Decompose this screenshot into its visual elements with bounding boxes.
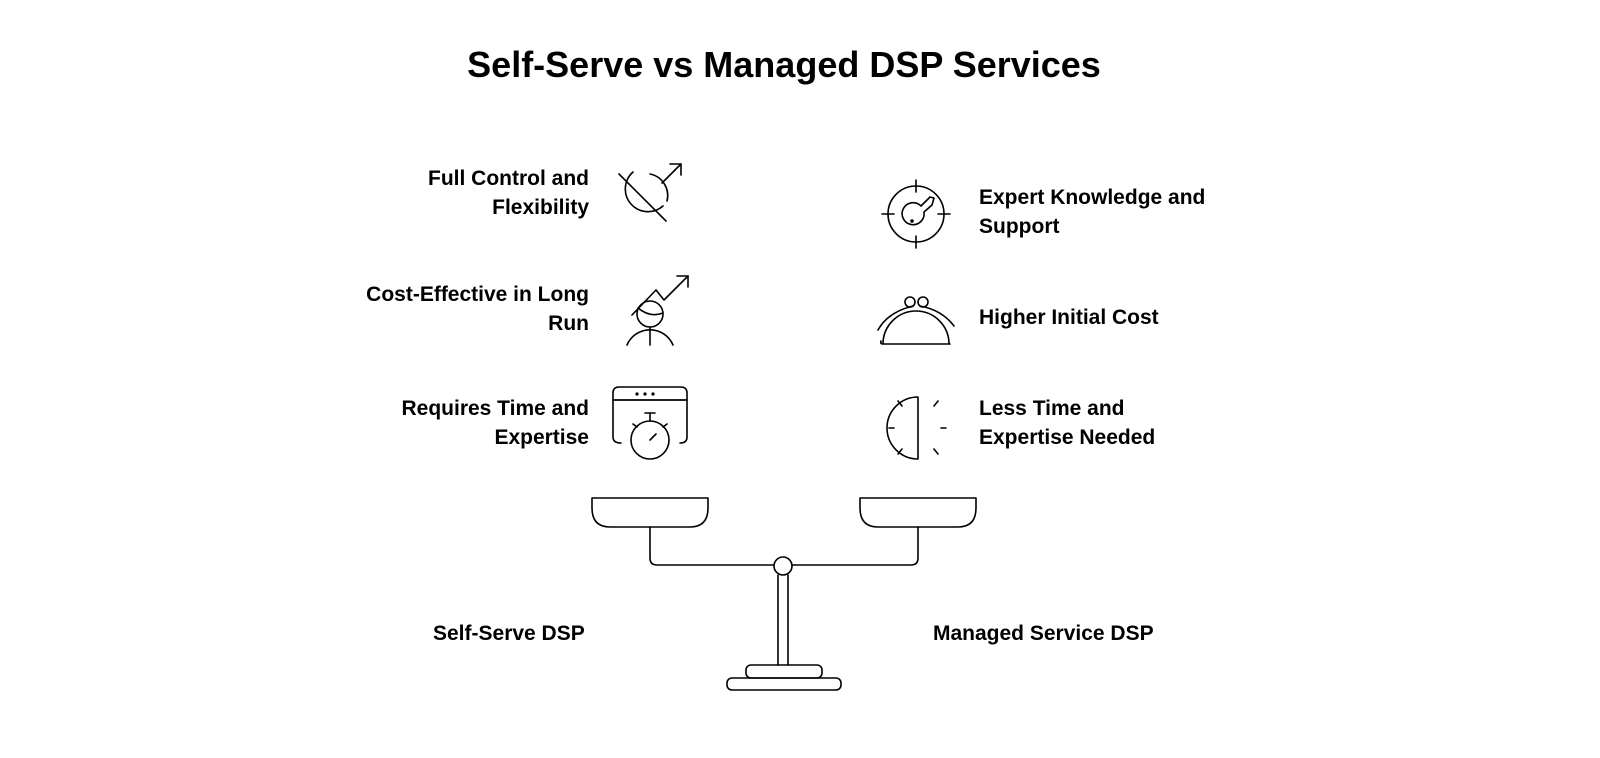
item-line: Less Time and bbox=[979, 397, 1125, 420]
coin-purse-icon bbox=[877, 296, 955, 345]
left-pan bbox=[591, 497, 709, 528]
item-line: Requires Time and bbox=[401, 397, 589, 420]
item-line: Expertise bbox=[494, 426, 589, 449]
pivot bbox=[773, 556, 793, 576]
gender-symbol-slash-icon bbox=[618, 163, 682, 222]
item-line: Flexibility bbox=[492, 196, 589, 219]
item-line: Cost-Effective in Long bbox=[366, 283, 589, 306]
item-line: Full Control and bbox=[428, 167, 589, 190]
page-title: Self-Serve vs Managed DSP Services bbox=[467, 44, 1101, 85]
balance-scale bbox=[591, 497, 977, 691]
self-serve-label: Self-Serve DSP bbox=[433, 622, 585, 645]
browser-stopwatch-icon bbox=[612, 386, 688, 460]
half-clock-icon bbox=[886, 396, 947, 460]
base-bottom bbox=[726, 677, 842, 691]
person-trend-up-icon bbox=[626, 275, 689, 346]
target-key-icon bbox=[881, 179, 951, 249]
item-line: Expertise Needed bbox=[979, 426, 1156, 449]
beam bbox=[649, 526, 919, 566]
item-line: Support bbox=[979, 215, 1060, 238]
right-pan bbox=[859, 497, 977, 528]
base-top bbox=[745, 664, 823, 679]
item-line: Expert Knowledge and bbox=[979, 186, 1206, 209]
managed-label: Managed Service DSP bbox=[933, 622, 1154, 645]
item-line: Higher Initial Cost bbox=[979, 306, 1159, 329]
item-line: Run bbox=[548, 312, 589, 335]
post bbox=[777, 574, 789, 666]
right-item-2: Higher Initial Cost bbox=[979, 303, 1159, 332]
